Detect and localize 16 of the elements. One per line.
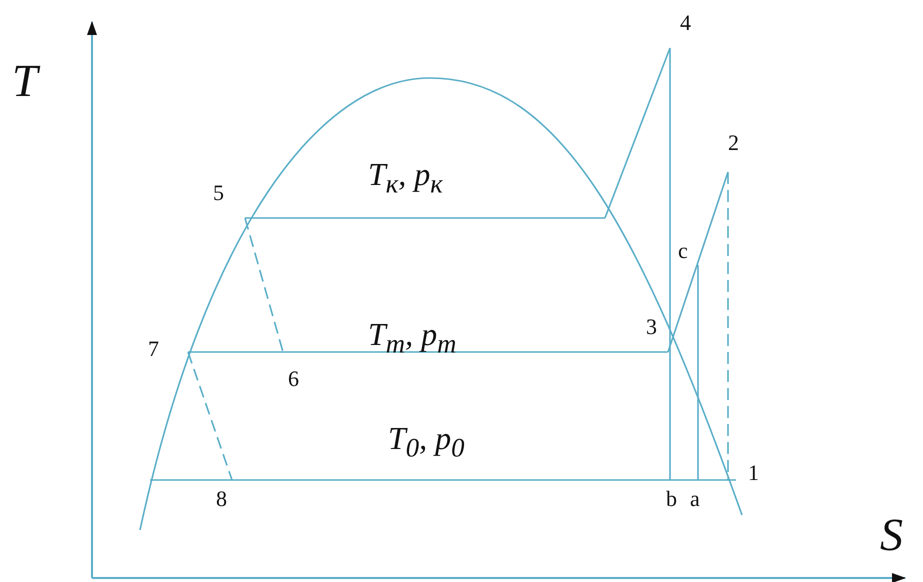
point-label: 8 — [216, 488, 227, 510]
state-label: T$_{m}$, p$_{m}$ — [368, 318, 456, 358]
point-label: 2 — [728, 132, 739, 154]
point-label: 7 — [148, 338, 159, 360]
point-label: c — [678, 240, 688, 262]
state-label: T$_{к}$, p$_{к}$ — [368, 158, 443, 198]
point-label: 4 — [680, 12, 691, 34]
point-label: b — [666, 488, 677, 510]
point-label: 5 — [213, 182, 224, 204]
state-label: T$_{0}$, p$_{0}$ — [388, 422, 464, 462]
point-label: 3 — [646, 316, 657, 338]
point-label: a — [690, 488, 700, 510]
axis-label: T — [12, 58, 38, 104]
point-label: 6 — [288, 368, 299, 390]
axis-label: S — [880, 512, 903, 558]
point-label: 1 — [748, 462, 759, 484]
